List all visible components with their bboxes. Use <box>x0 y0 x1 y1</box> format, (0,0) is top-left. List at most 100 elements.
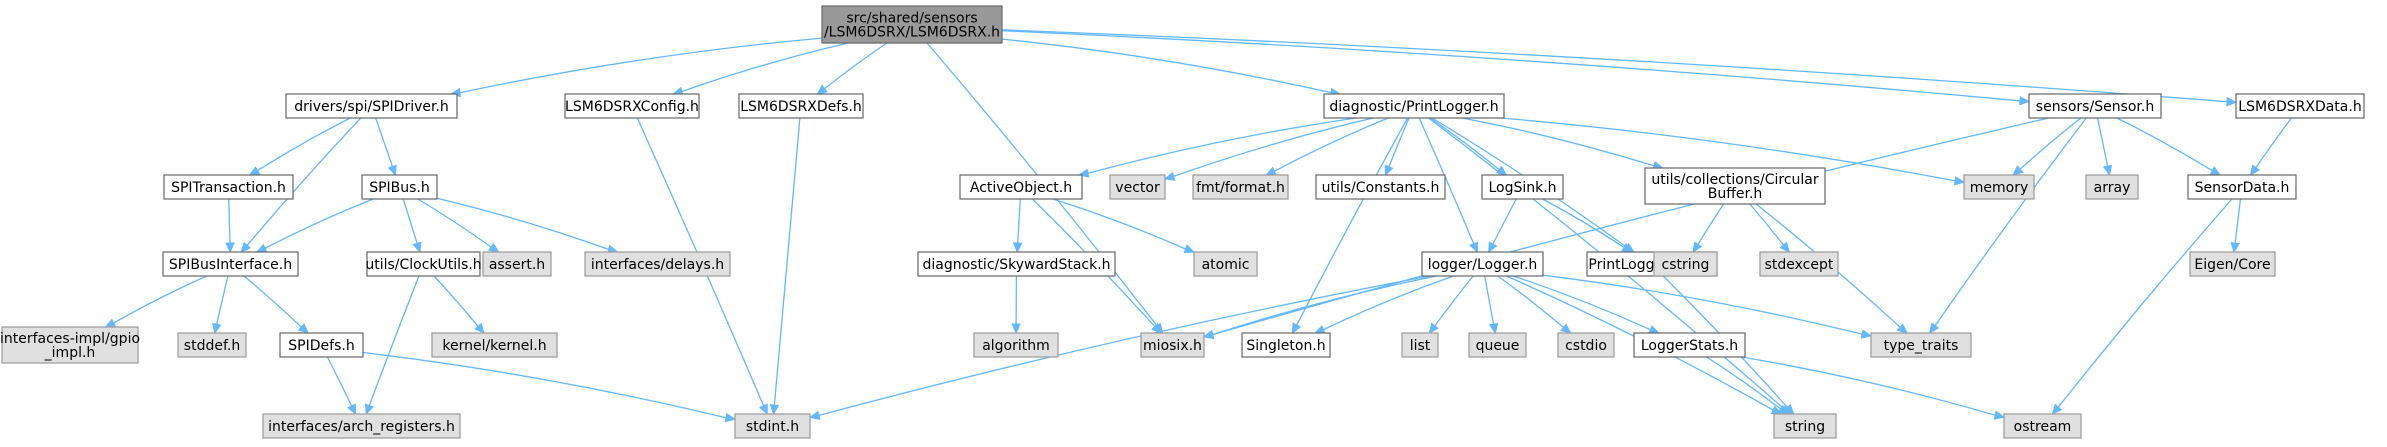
node-constants[interactable]: utils/Constants.h <box>1315 174 1446 200</box>
edge-sensor-to-array <box>2096 117 2113 177</box>
node-delays: interfaces/delays.h <box>584 251 731 277</box>
node-box <box>2085 174 2139 200</box>
node-box <box>2187 174 2297 200</box>
node-box <box>1401 332 1439 358</box>
edge-sensor-to-memory <box>2012 117 2082 176</box>
node-label: diagnostic/SkywardStack.h <box>922 257 1110 273</box>
node-label: SensorData.h <box>2195 180 2290 196</box>
node-label: LoggerStats.h <box>1641 338 1738 354</box>
node-atomic: atomic <box>1193 251 1258 277</box>
node-spibus[interactable]: SPIBus.h <box>361 174 438 200</box>
nodes-layer: src/shared/sensors/LSM6DSRX/LSM6DSRX.hdr… <box>0 5 2365 439</box>
node-label: assert.h <box>489 257 545 273</box>
node-kernel: kernel/kernel.h <box>431 332 558 358</box>
node-lsmdata[interactable]: LSM6DSRXData.h <box>2235 93 2365 119</box>
edge-line <box>818 275 1431 417</box>
node-eigencore: Eigen/Core <box>2189 251 2276 277</box>
edge-line <box>2096 117 2109 167</box>
edge-line <box>326 356 353 407</box>
edge-spibus-to-clockutils <box>402 198 422 254</box>
edge-root-to-lsmconfig <box>672 42 849 96</box>
edge-line <box>1212 117 2049 336</box>
edge-arrowhead <box>297 323 309 334</box>
node-singleton[interactable]: Singleton.h <box>1241 332 1331 358</box>
node-box <box>2235 93 2365 119</box>
edge-arrowhead <box>1183 244 1196 254</box>
node-label: SPITransaction.h <box>171 180 286 196</box>
edge-spidriver-to-spibusinterface <box>240 117 362 253</box>
edge-logger-to-typetraits <box>1542 274 1873 339</box>
node-clockutils[interactable]: utils/ClockUtils.h <box>365 251 482 277</box>
node-activeobject[interactable]: ActiveObject.h <box>959 174 1083 200</box>
node-array: array <box>2085 174 2139 200</box>
edge-spidriver-to-spitransaction <box>248 117 351 176</box>
edge-arrowhead <box>488 242 500 253</box>
node-spibusinterface[interactable]: SPIBusInterface.h <box>162 251 299 277</box>
node-logger[interactable]: logger/Logger.h <box>1421 251 1544 277</box>
node-label: queue <box>1476 338 1520 354</box>
node-spidriver[interactable]: drivers/spi/SPIDriver.h <box>285 93 458 119</box>
edge-arrowhead <box>1313 325 1326 334</box>
edge-spibus-to-delays <box>436 197 619 254</box>
edge-arrowhead <box>1202 329 1215 340</box>
node-box <box>1 326 139 364</box>
edge-line <box>113 275 207 324</box>
edge-printlogger-to-activeobject <box>1077 117 1356 178</box>
edge-arrowhead <box>1621 243 1633 253</box>
edge-arrowhead <box>1428 322 1439 334</box>
node-label: ActiveObject.h <box>970 180 1072 196</box>
edge-line <box>1274 117 1389 172</box>
edge-printlogger-to-logger <box>1418 117 1478 254</box>
node-lsmdefs[interactable]: LSM6DSRXDefs.h <box>738 93 864 119</box>
edge-loggerstats-to-string <box>1706 356 1789 415</box>
node-label: src/shared/sensors <box>846 11 977 27</box>
edge-line <box>1001 38 1332 94</box>
edge-line <box>1542 274 1863 335</box>
node-archregs: interfaces/arch_registers.h <box>262 413 461 439</box>
node-box <box>1481 174 1564 200</box>
edge-line <box>1087 117 1356 174</box>
node-loggerstats[interactable]: LoggerStats.h <box>1633 332 1746 358</box>
node-label: memory <box>1970 180 2029 196</box>
node-sensor[interactable]: sensors/Sensor.h <box>2028 93 2162 119</box>
node-spidefs[interactable]: SPIDefs.h <box>279 332 364 358</box>
node-sensordata[interactable]: SensorData.h <box>2187 174 2297 200</box>
node-label: SPIDefs.h <box>288 338 354 354</box>
node-printlogger[interactable]: diagnostic/PrintLogger.h <box>1323 93 1505 119</box>
node-box <box>564 93 700 119</box>
node-box <box>1193 251 1258 277</box>
edge-line <box>681 42 849 93</box>
node-label: sensors/Sensor.h <box>2036 99 2154 115</box>
node-box <box>738 93 864 119</box>
edge-line <box>257 117 351 172</box>
edge-root-to-sensor <box>1001 30 2031 106</box>
node-box <box>1241 332 1331 358</box>
edge-line <box>459 37 823 94</box>
edge-arrowhead <box>255 243 268 253</box>
node-label: LSM6DSRXConfig.h <box>565 99 699 115</box>
node-box <box>262 413 461 439</box>
edge-arrowhead <box>1779 241 1790 253</box>
node-lsmconfig[interactable]: LSM6DSRXConfig.h <box>564 93 700 119</box>
edge-arrowhead <box>1783 403 1795 415</box>
node-logsink[interactable]: LogSink.h <box>1481 174 1564 200</box>
node-label: atomic <box>1202 257 1250 273</box>
edge-arrowhead <box>1163 171 1176 181</box>
edge-sensordata-to-eigencore <box>2230 198 2242 254</box>
edge-printlogger-to-fmtformat <box>1265 117 1389 176</box>
node-label: utils/collections/Circular <box>1651 172 1818 188</box>
edge-line <box>2234 198 2242 244</box>
edge-sensor-to-miosix <box>1202 117 2049 340</box>
node-box <box>2189 251 2276 277</box>
edge-arrowhead <box>816 84 828 95</box>
edge-arrowhead <box>2051 403 2063 415</box>
node-spitransaction[interactable]: SPITransaction.h <box>163 174 294 200</box>
edge-spitransaction-to-spibusinterface <box>225 198 235 254</box>
node-skywardstack[interactable]: diagnostic/SkywardStack.h <box>917 251 1116 277</box>
edge-line <box>1052 198 1186 250</box>
edge-line <box>2019 117 2082 170</box>
edge-arrowhead <box>1648 325 1660 334</box>
edge-printlogger-to-vector <box>1163 117 1374 181</box>
